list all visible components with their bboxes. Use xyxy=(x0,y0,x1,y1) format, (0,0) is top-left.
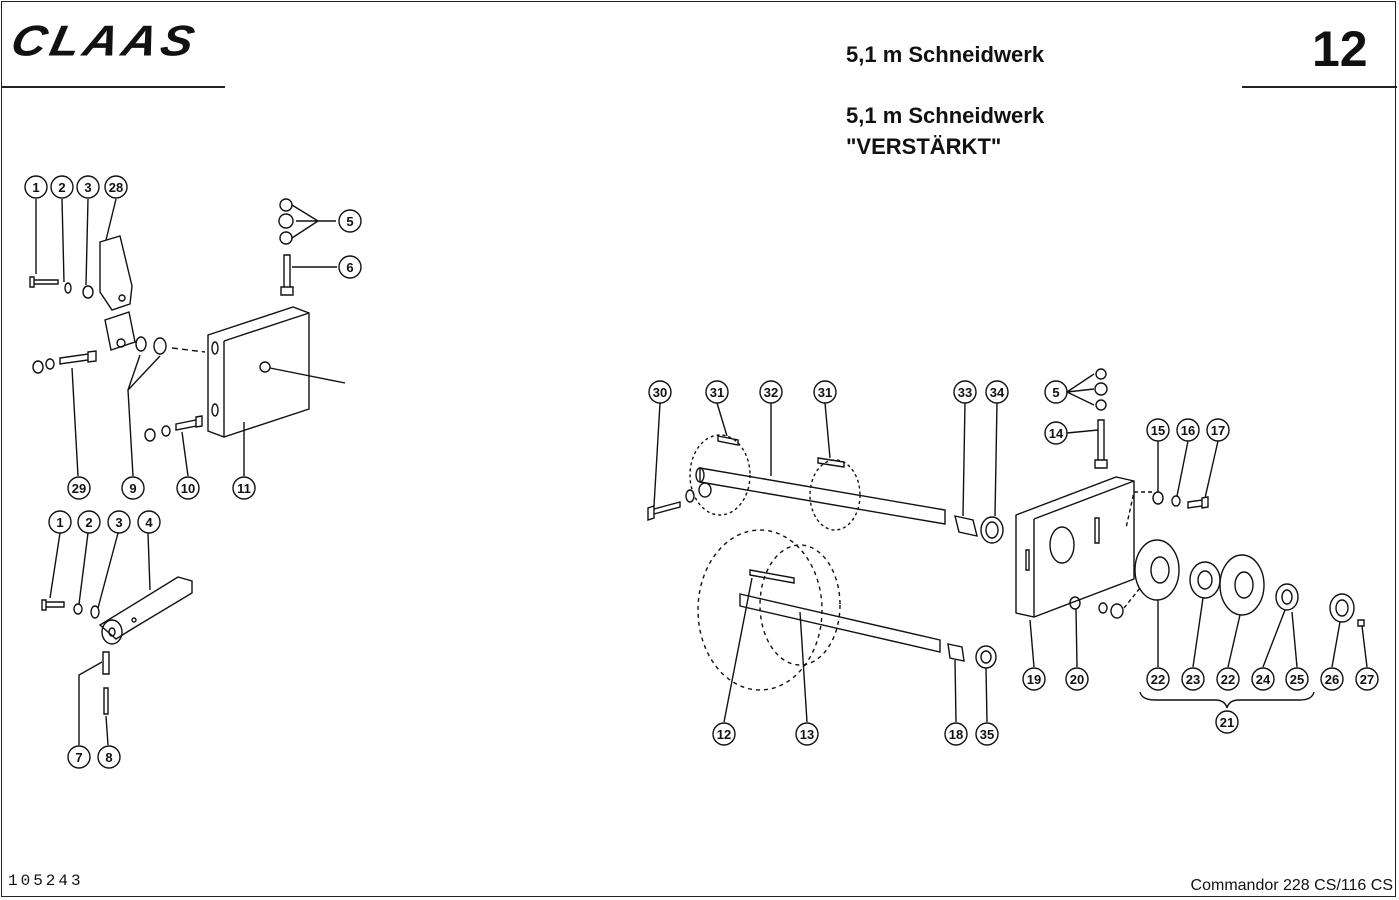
bearing-flange xyxy=(1134,539,1180,601)
shaft-part xyxy=(699,467,946,525)
header-rule-right xyxy=(1242,86,1397,88)
page-title: 5,1 m Schneidwerk xyxy=(846,42,1045,67)
section-title: 5,1 m Schneidwerk xyxy=(846,103,1045,128)
clamp-part xyxy=(104,311,136,351)
section-subtitle: "VERSTÄRKT" xyxy=(846,134,1002,159)
callout-30: 30 xyxy=(653,385,667,400)
callout-16: 16 xyxy=(1181,423,1195,438)
lever-part xyxy=(98,576,193,640)
assembly-right-shafts xyxy=(647,368,1368,723)
bolt-part xyxy=(29,276,59,288)
shaft-part xyxy=(739,593,941,653)
callout-34: 34 xyxy=(990,385,1005,400)
callout-6: 6 xyxy=(346,260,353,275)
arm-part xyxy=(99,235,133,311)
callout-3: 3 xyxy=(84,180,91,195)
callout-18: 18 xyxy=(949,727,963,742)
callout-25: 25 xyxy=(1290,672,1304,687)
callout-5: 5 xyxy=(1052,385,1059,400)
callout-17: 17 xyxy=(1211,423,1225,438)
callouts-right: 30 31 32 31 33 34 5 14 15 16 17 12 13 18… xyxy=(648,380,1379,746)
callout-15: 15 xyxy=(1151,423,1165,438)
callout-8: 8 xyxy=(105,750,112,765)
drum-part xyxy=(697,529,823,691)
callout-31: 31 xyxy=(818,385,832,400)
callout-12: 12 xyxy=(717,727,731,742)
callout-20: 20 xyxy=(1070,672,1084,687)
bearing-flange xyxy=(1219,554,1265,616)
callout-27: 27 xyxy=(1360,672,1374,687)
assembly-lower-left xyxy=(41,532,193,746)
callout-22: 22 xyxy=(1151,672,1165,687)
washer-part xyxy=(82,285,94,299)
callout-2: 2 xyxy=(58,180,65,195)
callout-5: 5 xyxy=(346,214,353,229)
callout-23: 23 xyxy=(1186,672,1200,687)
document-number: 105243 xyxy=(8,872,84,890)
callout-1: 1 xyxy=(56,515,63,530)
callout-22: 22 xyxy=(1221,672,1235,687)
callout-11: 11 xyxy=(237,481,251,496)
flange-part xyxy=(809,459,861,531)
callout-32: 32 xyxy=(764,385,778,400)
callout-13: 13 xyxy=(800,727,814,742)
callout-33: 33 xyxy=(958,385,972,400)
callout-1: 1 xyxy=(32,180,39,195)
callout-31: 31 xyxy=(710,385,724,400)
plate-part xyxy=(1015,476,1135,618)
callout-2: 2 xyxy=(85,515,92,530)
callout-29: 29 xyxy=(72,481,86,496)
header-rule-left xyxy=(1,86,225,88)
plate-part xyxy=(207,306,310,438)
callout-35: 35 xyxy=(980,727,994,742)
callout-26: 26 xyxy=(1325,672,1339,687)
flange-part xyxy=(689,434,751,516)
callout-28: 28 xyxy=(109,180,123,195)
callout-19: 19 xyxy=(1027,672,1041,687)
callout-21: 21 xyxy=(1220,715,1234,730)
callout-14: 14 xyxy=(1049,426,1064,441)
page-number: 12 xyxy=(1312,21,1368,77)
callout-4: 4 xyxy=(145,515,153,530)
callout-9: 9 xyxy=(129,481,136,496)
callouts-top-left: 1 2 3 28 5 6 29 9 10 11 xyxy=(24,175,362,500)
callout-3: 3 xyxy=(115,515,122,530)
model-footer: Commandor 228 CS/116 CS xyxy=(1190,877,1393,894)
callout-10: 10 xyxy=(181,481,195,496)
callout-7: 7 xyxy=(75,750,82,765)
washer-part xyxy=(64,282,72,294)
bearing-part xyxy=(1189,561,1221,599)
assembly-top-left xyxy=(29,198,346,477)
callouts-lower-left: 1 2 3 4 7 8 xyxy=(48,510,161,769)
callout-24: 24 xyxy=(1256,672,1271,687)
